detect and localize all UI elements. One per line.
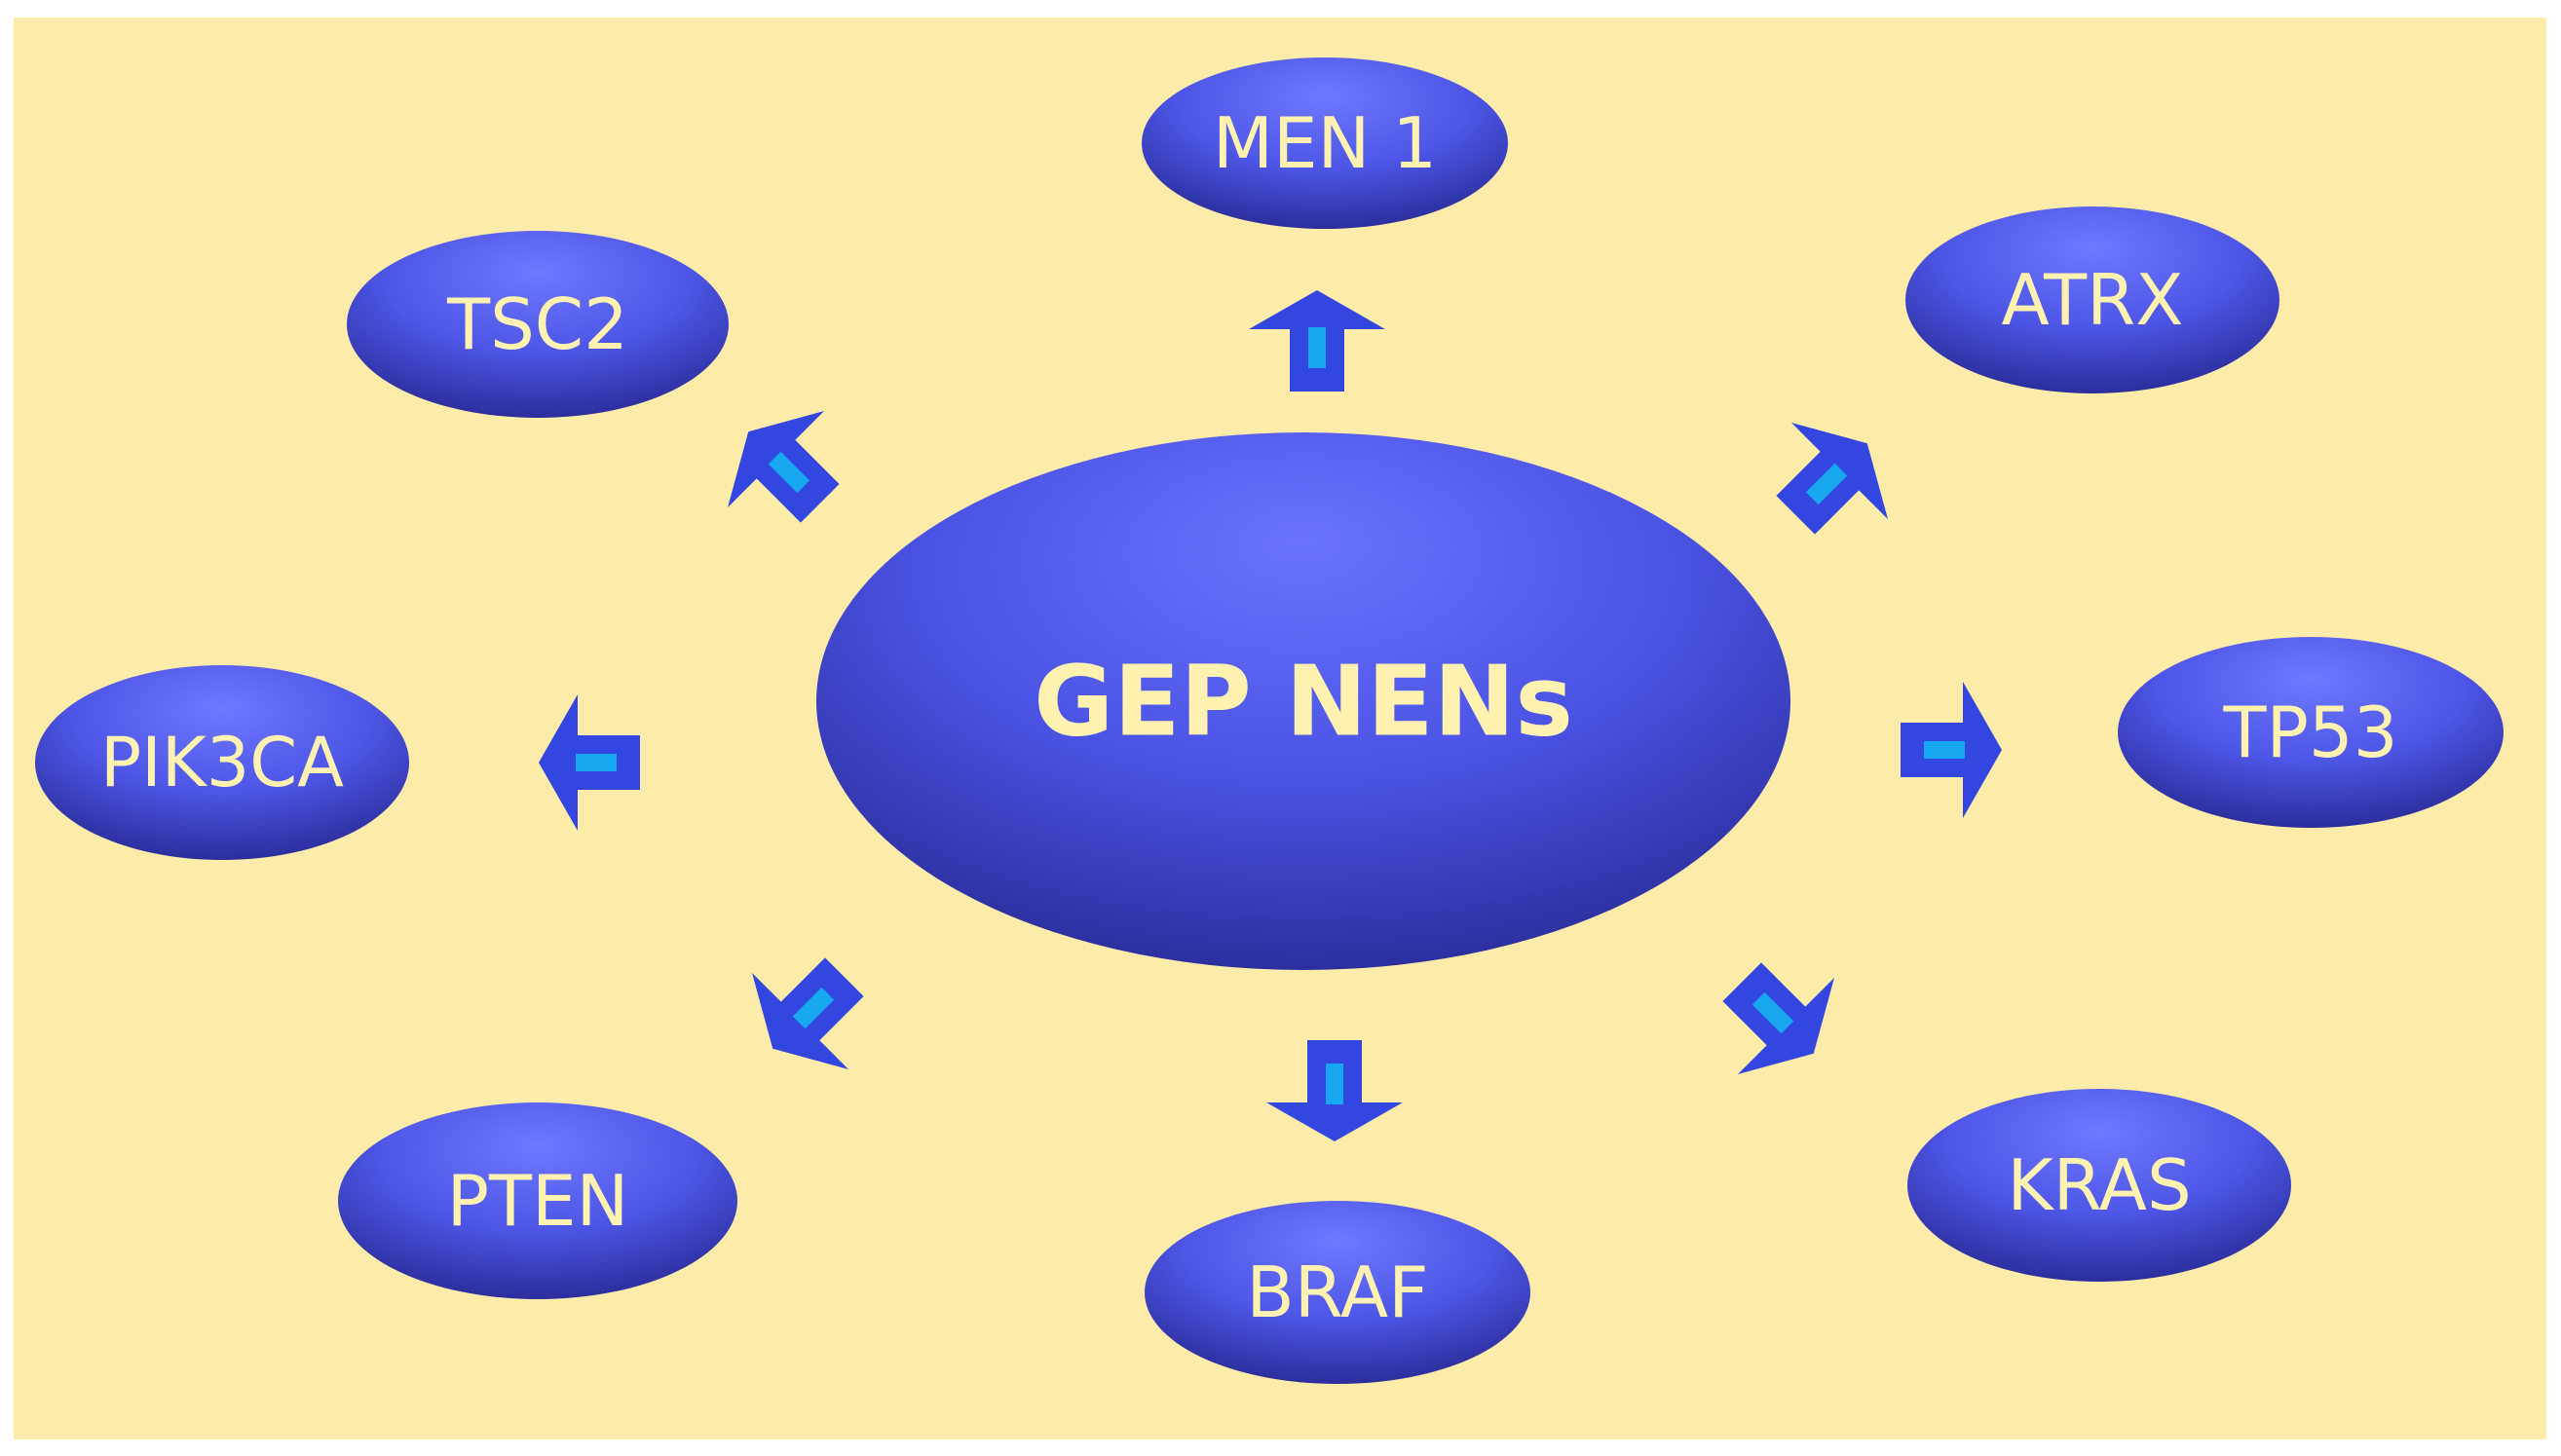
arrow-to-tsc2	[728, 411, 840, 523]
arrow-to-atrx	[1776, 423, 1888, 535]
gene-node-tp53: TP53	[2118, 637, 2504, 828]
arrow-to-braf	[1266, 1040, 1403, 1141]
gene-label-men1: MEN 1	[1213, 102, 1437, 184]
arrow-to-pik3ca	[539, 694, 640, 831]
gene-node-tsc2: TSC2	[347, 231, 729, 418]
arrow-to-pten	[752, 957, 864, 1069]
gene-label-atrx: ATRX	[2002, 259, 2184, 341]
arrow-to-men1	[1249, 290, 1385, 392]
gene-node-men1: MEN 1	[1142, 57, 1508, 229]
gene-node-braf: BRAF	[1145, 1201, 1530, 1384]
gene-label-braf: BRAF	[1246, 1251, 1428, 1333]
gene-node-pten: PTEN	[338, 1102, 737, 1299]
gene-label-pik3ca: PIK3CA	[100, 723, 344, 803]
gene-node-pik3ca: PIK3CA	[35, 665, 409, 860]
center-node: GEP NENs	[816, 432, 1790, 970]
gene-label-kras: KRAS	[2007, 1144, 2191, 1226]
gene-label-tp53: TP53	[2222, 691, 2397, 773]
center-label: GEP NENs	[1034, 645, 1573, 759]
gene-label-pten: PTEN	[447, 1160, 629, 1242]
gene-label-tsc2: TSC2	[446, 283, 628, 365]
arrow-to-kras	[1722, 962, 1834, 1074]
gene-node-atrx: ATRX	[1905, 206, 2279, 393]
arrow-to-tp53	[1901, 682, 2002, 818]
gene-node-kras: KRAS	[1907, 1089, 2291, 1282]
